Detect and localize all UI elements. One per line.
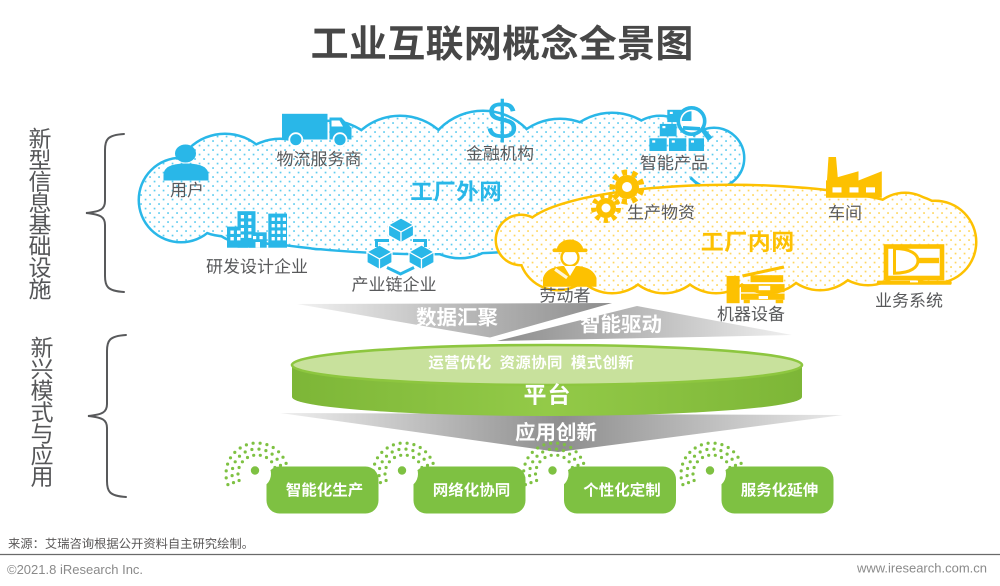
svg-text:©2021.8 iResearch Inc.: ©2021.8 iResearch Inc. [7,562,143,577]
svg-text:www.iresearch.com.cn: www.iresearch.com.cn [856,561,987,576]
svg-text:$: $ [487,91,517,151]
